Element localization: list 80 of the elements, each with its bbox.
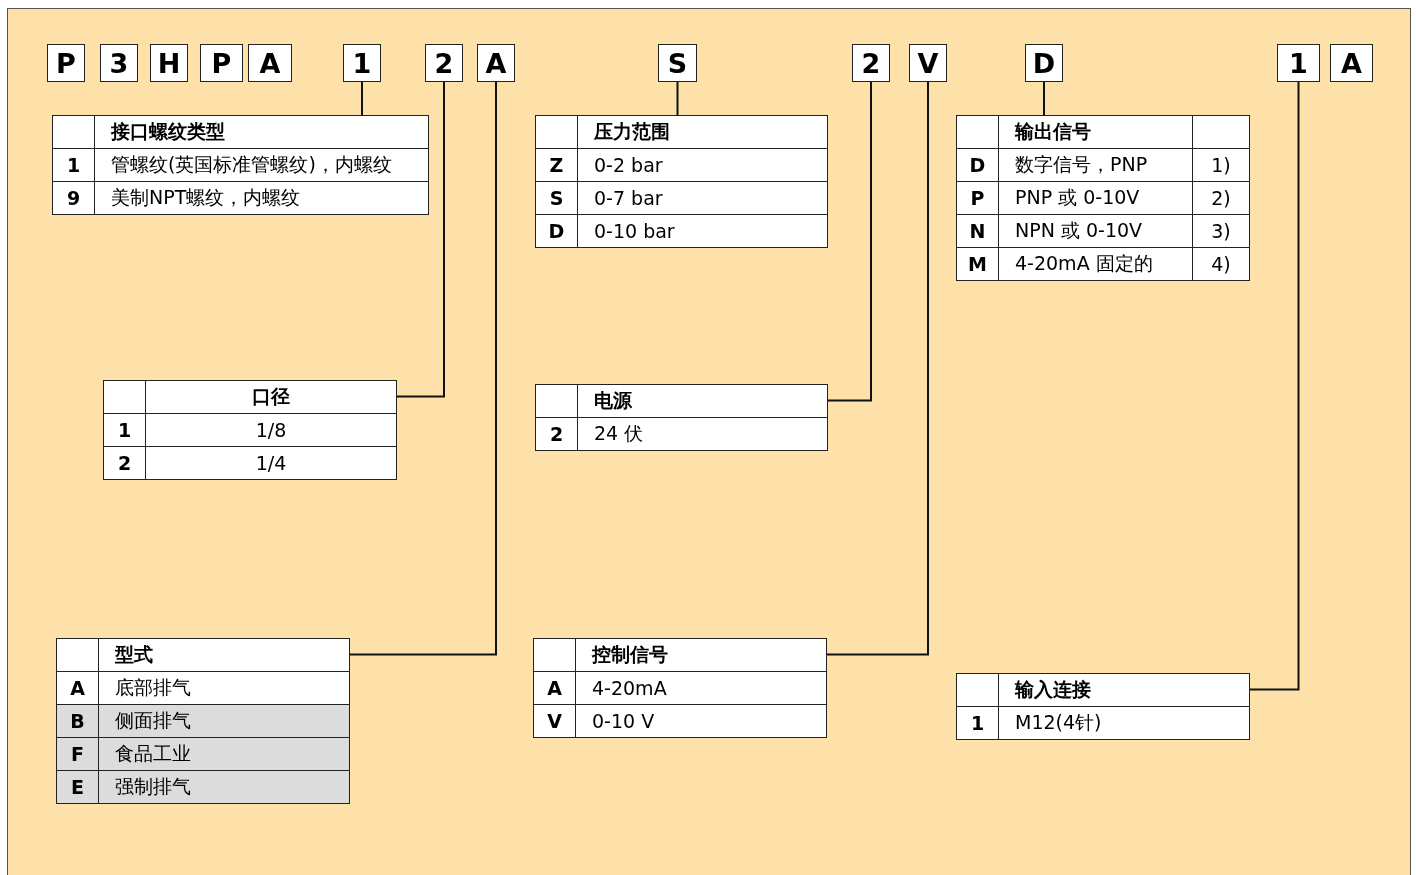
option-code: A (547, 677, 562, 699)
option-code: S (549, 187, 564, 209)
option-code: 1 (66, 154, 81, 176)
code-letter-box: 2 (425, 44, 463, 82)
option-code: A (70, 677, 85, 699)
option-description: M12(4针) (1015, 710, 1102, 735)
option-description: 1/8 (255, 419, 287, 441)
leader-line (676, 81, 679, 116)
option-description: NPN 或 0-10V (1015, 218, 1143, 243)
footnote-number: 2) (1211, 187, 1231, 209)
option-description: 0-10 V (592, 710, 655, 732)
option-description: 食品工业 (115, 741, 191, 766)
leader-line (1043, 81, 1045, 116)
leader-line (396, 81, 445, 398)
option-description: 0-2 bar (594, 154, 663, 176)
table-heading: 接口螺纹类型 (111, 119, 225, 144)
option-table (956, 673, 1250, 740)
option-description: 底部排气 (115, 675, 191, 700)
code-letter-box: A (248, 44, 292, 82)
option-code: 2 (117, 452, 132, 474)
code-letter-box: P (200, 44, 243, 82)
option-description: 0-7 bar (594, 187, 663, 209)
option-description: 数字信号，PNP (1015, 152, 1148, 177)
code-letter-box: A (477, 44, 515, 82)
option-code: 1 (117, 419, 132, 441)
option-code: Z (549, 154, 564, 176)
table-heading: 控制信号 (592, 642, 668, 667)
code-letter-box: A (1330, 44, 1373, 82)
code-letter-box: 1 (1277, 44, 1320, 82)
option-code: 9 (66, 187, 81, 209)
option-code: P (970, 187, 985, 209)
leader-line (826, 81, 929, 656)
table-heading: 电源 (594, 388, 632, 413)
option-description: 管螺纹(英国标准管螺纹)，内螺纹 (111, 152, 392, 177)
option-code: 1 (970, 712, 985, 734)
option-table (52, 115, 429, 215)
option-table (103, 380, 397, 480)
option-code: E (71, 776, 84, 798)
table-heading: 输出信号 (1015, 119, 1091, 144)
code-letter-box: H (150, 44, 188, 82)
table-heading: 型式 (115, 642, 153, 667)
code-letter-box: 1 (343, 44, 381, 82)
table-heading: 输入连接 (1015, 677, 1091, 702)
option-code: D (548, 220, 565, 242)
leader-line (349, 81, 497, 656)
option-description: 侧面排气 (115, 708, 191, 733)
table-heading: 压力范围 (594, 119, 670, 144)
code-letter-box: S (658, 44, 697, 82)
footnote-number: 1) (1211, 154, 1231, 176)
code-letter-box: V (909, 44, 947, 82)
leader-line (827, 81, 872, 402)
code-letter-box: P (47, 44, 85, 82)
code-letter-box: D (1025, 44, 1063, 82)
leader-line (1249, 81, 1300, 691)
leader-line (361, 81, 363, 116)
option-code: D (969, 154, 986, 176)
option-description: 1/4 (255, 452, 287, 474)
option-table (535, 115, 828, 248)
option-description: 0-10 bar (594, 220, 675, 242)
option-code: B (70, 710, 85, 732)
option-code: N (969, 220, 986, 242)
option-table (956, 115, 1250, 281)
option-table (533, 638, 827, 738)
table-heading: 口径 (252, 384, 290, 409)
option-description: 美制NPT螺纹，内螺纹 (111, 185, 301, 210)
option-description: 24 伏 (594, 421, 644, 446)
footnote-number: 3) (1211, 220, 1231, 242)
option-description: PNP 或 0-10V (1015, 185, 1140, 210)
option-code: M (968, 253, 987, 275)
code-letter-box: 2 (852, 44, 890, 82)
option-code: V (547, 710, 562, 732)
option-code: F (71, 743, 84, 765)
option-description: 4-20mA (592, 677, 667, 699)
option-table (535, 384, 828, 451)
option-description: 强制排气 (115, 774, 191, 799)
footnote-number: 4) (1211, 253, 1231, 275)
option-description: 4-20mA 固定的 (1015, 251, 1153, 276)
option-code: 2 (549, 423, 564, 445)
option-table (56, 638, 350, 804)
code-letter-box: 3 (100, 44, 138, 82)
